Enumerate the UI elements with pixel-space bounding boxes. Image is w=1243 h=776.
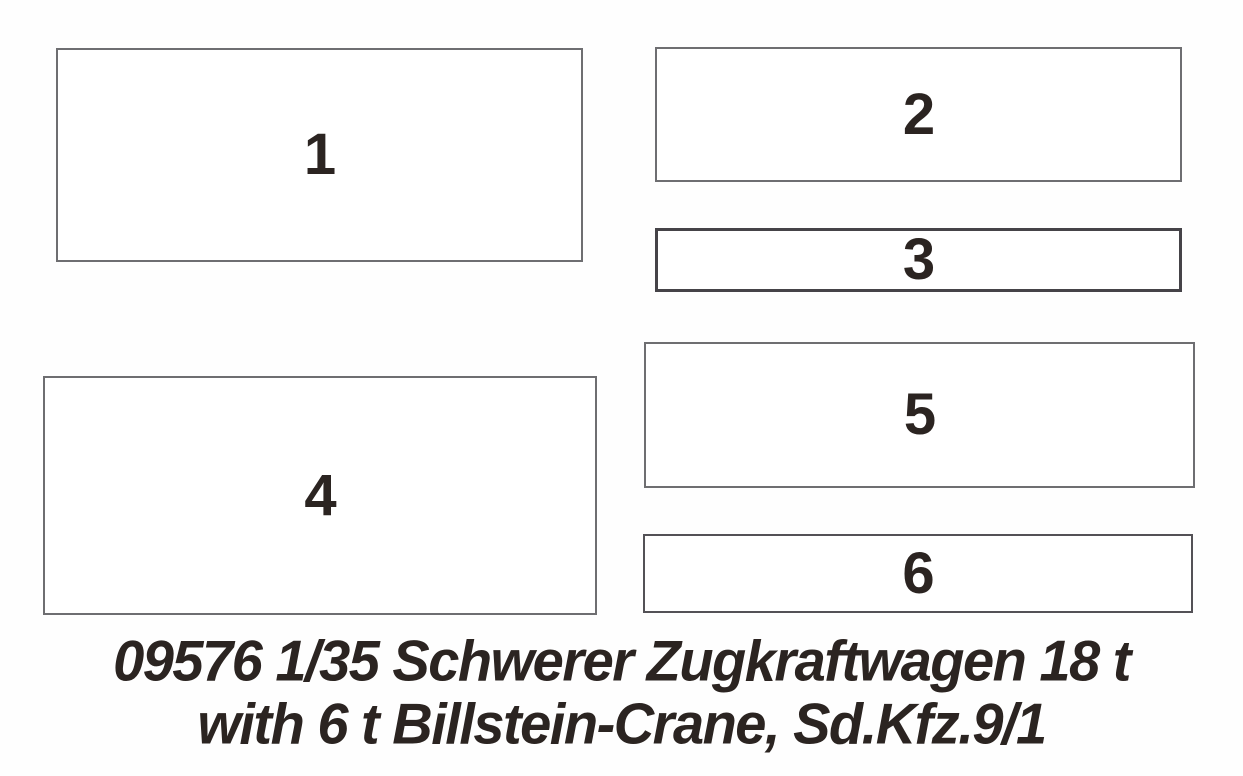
kit-title-line-1: 09576 1/35 Schwerer Zugkraftwagen 18 t: [113, 628, 1131, 693]
box-number-label: 3: [902, 227, 935, 292]
parts-box-6: 6: [643, 534, 1193, 613]
parts-box-4: 4: [43, 376, 597, 615]
kit-title-caption: 09576 1/35 Schwerer Zugkraftwagen 18 t w…: [0, 628, 1243, 756]
parts-box-1: 1: [56, 48, 583, 262]
box-number-label: 2: [902, 81, 935, 147]
kit-title-line-2: with 6 t Billstein-Crane, Sd.Kfz.9/1: [197, 691, 1047, 756]
parts-box-5: 5: [644, 342, 1195, 488]
box-number-label: 4: [304, 462, 336, 528]
box-number-label: 1: [303, 122, 336, 187]
box-number-label: 5: [903, 382, 936, 447]
box-number-label: 6: [902, 540, 934, 606]
parts-box-2: 2: [655, 47, 1182, 182]
parts-box-3: 3: [655, 228, 1182, 292]
